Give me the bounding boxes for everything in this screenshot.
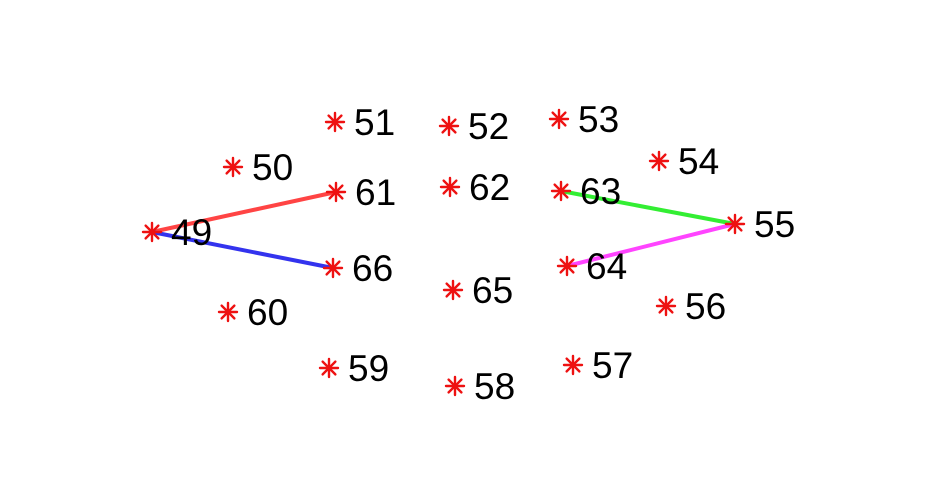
connection-49-61 [150, 190, 338, 234]
landmark-marker-66 [322, 257, 344, 279]
landmark-marker-58 [444, 375, 466, 397]
landmark-marker-49 [141, 221, 163, 243]
landmark-label-58: 58 [474, 366, 515, 407]
landmark-marker-56 [655, 295, 677, 317]
connection-49-66 [150, 230, 335, 270]
landmark-marker-55 [724, 213, 746, 235]
landmark-label-51: 51 [354, 102, 395, 143]
connection-64-55 [565, 222, 737, 268]
landmark-marker-57 [562, 354, 584, 376]
landmark-label-61: 61 [355, 172, 396, 213]
landmark-marker-60 [217, 301, 239, 323]
landmark-label-63: 63 [580, 171, 621, 212]
landmark-label-57: 57 [592, 345, 633, 386]
landmark-label-53: 53 [578, 99, 619, 140]
landmark-marker-61 [325, 181, 347, 203]
landmark-label-56: 56 [685, 286, 726, 327]
landmark-marker-63 [550, 180, 572, 202]
landmark-marker-62 [439, 176, 461, 198]
landmark-marker-54 [648, 150, 670, 172]
connection-63-55 [559, 189, 737, 226]
landmark-label-59: 59 [348, 348, 389, 389]
landmark-marker-50 [222, 156, 244, 178]
landmark-label-62: 62 [469, 167, 510, 208]
landmark-label-66: 66 [352, 248, 393, 289]
landmark-marker-59 [318, 357, 340, 379]
landmark-marker-51 [324, 111, 346, 133]
landmark-marker-64 [556, 255, 578, 277]
landmark-label-52: 52 [468, 106, 509, 147]
landmark-label-49: 49 [171, 212, 212, 253]
landmark-label-64: 64 [586, 246, 627, 287]
landmark-label-65: 65 [472, 270, 513, 311]
landmark-marker-53 [548, 108, 570, 130]
landmark-label-60: 60 [247, 292, 288, 333]
landmark-label-55: 55 [754, 204, 795, 245]
landmark-label-54: 54 [678, 141, 719, 182]
landmark-marker-65 [442, 279, 464, 301]
points-layer: 49 50 51 52 53 54 55 56 57 58 59 60 61 62 63 64 65 66 [141, 99, 795, 407]
connections-layer [150, 189, 737, 270]
landmark-marker-52 [438, 115, 460, 137]
landmark-label-50: 50 [252, 147, 293, 188]
